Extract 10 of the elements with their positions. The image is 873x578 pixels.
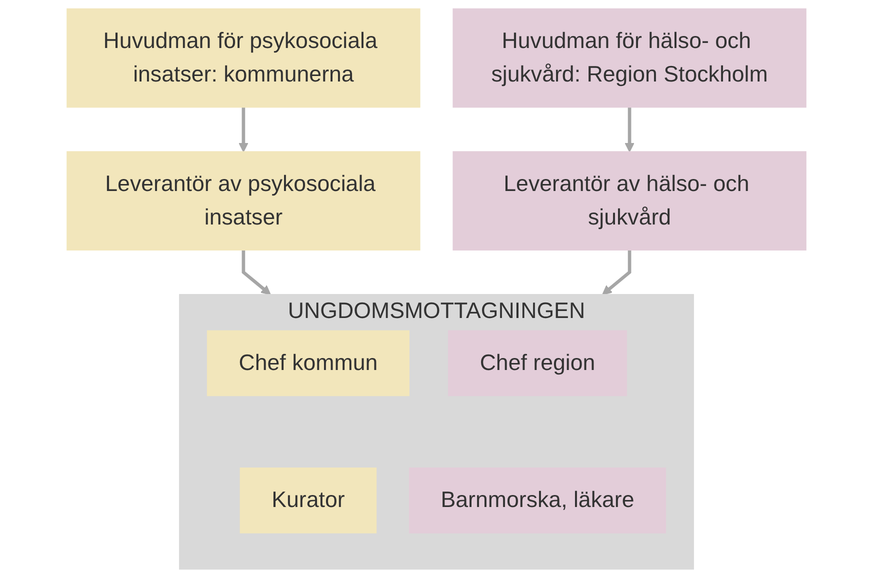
arrow bbox=[238, 107, 248, 152]
arrow bbox=[602, 250, 632, 296]
node-box: Leverantör av hälso- och sjukvård bbox=[452, 151, 806, 250]
node-box: Chef kommun bbox=[206, 330, 410, 396]
node-box: Huvudman för psykosociala insatser: kommunerna bbox=[66, 8, 420, 108]
arrow bbox=[624, 107, 634, 152]
node-box: Huvudman för hälso- och sjukvård: Region Stockholm bbox=[452, 8, 806, 108]
arrow bbox=[242, 250, 271, 296]
node-box: Leverantör av psykosociala insatser bbox=[66, 151, 420, 250]
node-box: Kurator bbox=[240, 468, 377, 534]
